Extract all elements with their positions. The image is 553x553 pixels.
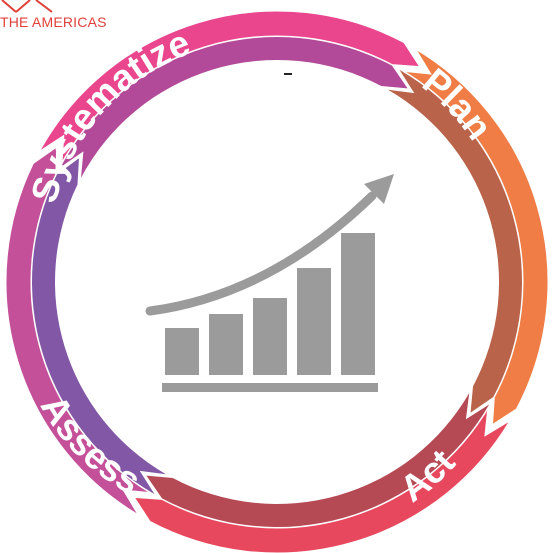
growth-chart-icon (145, 174, 394, 392)
segment-inner-plan (388, 69, 522, 413)
stage-label-systematize: Systematize (23, 22, 195, 207)
separator-mark (284, 73, 292, 75)
logo-mark-icon (1, 0, 53, 13)
org-name-text: THE AMERICAS (0, 14, 107, 30)
segment-inner-systematize (60, 37, 408, 178)
segment-inner-act (146, 393, 490, 527)
segment-inner-assess (32, 158, 167, 495)
